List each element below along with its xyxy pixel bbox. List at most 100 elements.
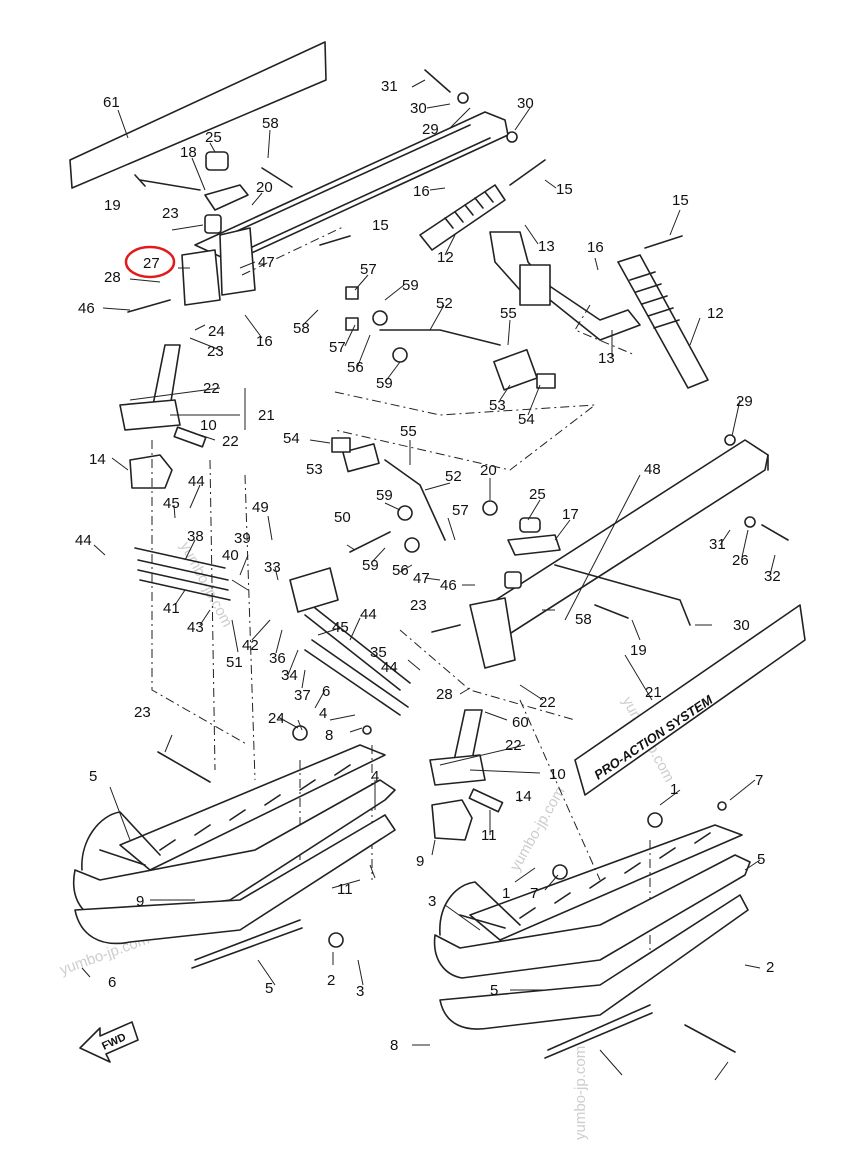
bolt-58-lower: [594, 604, 629, 619]
ring-30-b: [506, 131, 518, 143]
part-label: 39: [234, 530, 251, 547]
bolt-46-upper: [127, 299, 171, 313]
part-label: 38: [187, 528, 204, 545]
rod-38: [134, 547, 229, 581]
part-label: 29: [422, 121, 439, 138]
bracket-17: [507, 534, 561, 556]
part-label: 22: [222, 433, 239, 450]
part-label: 42: [242, 637, 259, 654]
part-label: 41: [163, 600, 180, 617]
part-label: 11: [481, 827, 497, 844]
part-label: 16: [256, 333, 273, 350]
part-label: 46: [440, 577, 457, 594]
part-label: 4: [319, 705, 327, 722]
nut-59-c: [397, 505, 413, 521]
part-label: 23: [162, 205, 179, 222]
rod-35: [304, 639, 409, 716]
part-label: 36: [269, 650, 286, 667]
ski-ribs-left: [159, 764, 351, 851]
leader-lines: [81, 79, 776, 1081]
bolt-15-a: [509, 159, 546, 186]
nut-9-left: [328, 932, 344, 948]
part-label: 53: [489, 397, 506, 414]
part-label: 40: [222, 547, 239, 564]
watermark: yumbo-jp.com: [572, 1046, 589, 1140]
shock-12-right: [617, 254, 709, 389]
part-label: 10: [549, 766, 566, 783]
part-label: 50: [334, 509, 351, 526]
bolt-50: [349, 531, 391, 553]
plate-33: [289, 567, 339, 613]
bolt-19-upper: [134, 174, 201, 191]
part-label: 23: [134, 704, 151, 721]
part-label: 47: [413, 570, 430, 587]
torque-arm-link: [489, 231, 641, 341]
plate-53-upper: [493, 348, 538, 391]
part-label: 60: [512, 714, 529, 731]
part-label: 3: [356, 983, 364, 1000]
nut-4-left: [292, 725, 308, 741]
runner-2-left: [191, 919, 303, 969]
part-label: 44: [188, 473, 205, 490]
part-label: 20: [480, 462, 497, 479]
part-label: 34: [281, 667, 298, 684]
part-label: 31: [709, 536, 726, 553]
centerline-mid-a: [151, 440, 256, 781]
upper-rail-arm-inner: [234, 124, 491, 249]
part-label: 10: [200, 417, 217, 434]
part-label: 30: [410, 100, 427, 117]
fwd-arrow: FWD: [79, 1021, 139, 1063]
part-label: 23: [207, 343, 224, 360]
part-label: 7: [755, 772, 763, 789]
part-label: 16: [587, 239, 604, 256]
cap-25-lower: [519, 517, 541, 533]
part-label: 7: [530, 885, 538, 902]
centerline-mid-b: [399, 629, 601, 881]
part-label: 28: [436, 686, 453, 703]
nut-59-a: [372, 310, 388, 326]
part-label: 33: [264, 559, 281, 576]
bolt-8-left: [157, 751, 211, 783]
spindle-arm-21-upper: [119, 399, 181, 431]
part-label: 6: [108, 974, 116, 991]
ski-frame-right: [469, 824, 743, 941]
part-label: 13: [538, 238, 555, 255]
part-label: 12: [707, 305, 724, 322]
label-group: 61 58 25 18 20 19 23 27 28 46 47 24 23 1…: [75, 78, 781, 1054]
part-label: 2: [327, 972, 335, 989]
bushing-23-top: [204, 214, 222, 234]
part-label: 5: [89, 768, 97, 785]
part-label: 59: [376, 487, 393, 504]
part-label: 32: [764, 568, 781, 585]
cap-54-lower: [331, 437, 351, 453]
part-label: 15: [372, 217, 389, 234]
part-label: 58: [262, 115, 279, 132]
rod-32: [304, 607, 411, 691]
part-label: 17: [562, 506, 579, 523]
part-label: 48: [644, 461, 661, 478]
nut-4-right: [647, 812, 663, 828]
bolt-58-upper: [261, 167, 293, 188]
ring-30-d: [744, 516, 756, 528]
part-label: 14: [89, 451, 106, 468]
bracket-18: [204, 184, 249, 211]
ring-30-c: [724, 434, 736, 446]
ring-30-a: [457, 92, 469, 104]
part-label: 35: [370, 644, 387, 661]
part-label: 59: [362, 557, 379, 574]
part-label: 11: [337, 881, 353, 898]
nut-59-d: [404, 537, 420, 553]
part-label: 44: [75, 532, 92, 549]
part-label: 5: [757, 851, 765, 868]
part-label: 26: [732, 552, 749, 569]
part-label: 19: [630, 642, 647, 659]
part-label: 56: [347, 359, 364, 376]
cap-25: [205, 151, 229, 171]
ski-handle-right: [439, 881, 521, 936]
part-label: 53: [306, 461, 323, 478]
ski-body-right: [433, 854, 751, 979]
part-label: 58: [293, 320, 310, 337]
part-label: 22: [203, 380, 220, 397]
part-label: 13: [598, 350, 615, 367]
part-label: 56: [392, 562, 409, 579]
